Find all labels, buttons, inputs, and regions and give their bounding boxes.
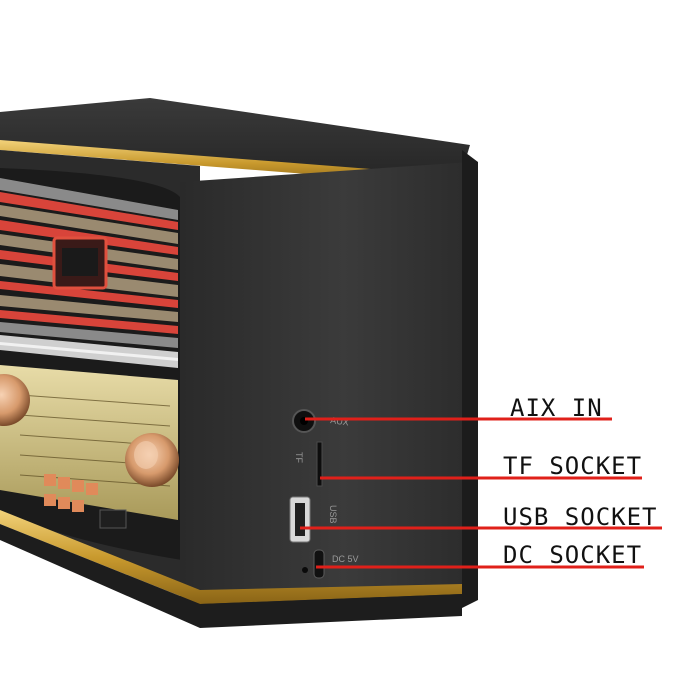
callout-lines	[300, 417, 662, 569]
label-usb-socket: USB SOCKET	[503, 503, 658, 531]
panel-label-tf: TF	[294, 452, 304, 463]
panel-label-dc: DC 5V	[332, 554, 359, 564]
label-tf-socket: TF SOCKET	[503, 452, 643, 480]
right-knob-cap	[134, 441, 158, 469]
left-knob	[0, 374, 30, 426]
indicator-dot	[302, 567, 308, 573]
grille-slats	[0, 178, 178, 348]
label-aix-in: AIX IN	[510, 394, 603, 422]
side-panel-edge	[462, 150, 478, 608]
tf-slot-icon	[316, 441, 323, 487]
display-screen	[62, 248, 98, 276]
radio-top-surface	[0, 98, 470, 178]
label-dc-socket: DC SOCKET	[503, 541, 643, 569]
usb-port-icon	[289, 496, 311, 543]
aux-jack-icon	[292, 409, 316, 433]
dc-port-icon	[313, 549, 325, 579]
preset-buttons	[44, 474, 127, 529]
gold-trim-bottom	[0, 510, 462, 604]
radio-side-panel	[180, 162, 478, 610]
light-strip-dots	[0, 342, 178, 361]
radio-base	[0, 524, 462, 628]
panel-label-usb: USB	[328, 505, 338, 524]
